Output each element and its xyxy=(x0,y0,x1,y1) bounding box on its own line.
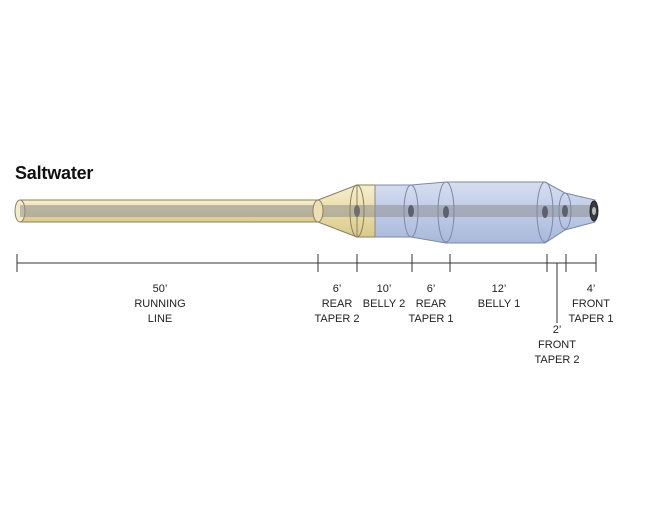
section-label-running-line: 50’ RUNNING LINE xyxy=(130,282,190,327)
length-value: 2’ xyxy=(552,324,562,336)
section-name-2: TAPER 2 xyxy=(314,313,360,325)
joint-rear-taper-1 xyxy=(403,184,419,238)
joint-belly-2-core xyxy=(354,205,360,217)
length-value: 10’ xyxy=(376,283,392,295)
length-value: 50’ xyxy=(152,283,168,295)
length-scale xyxy=(16,254,597,323)
section-label-rear-taper-1: 6’ REAR TAPER 1 xyxy=(401,282,461,327)
section-label-belly-1: 12’ BELLY 1 xyxy=(469,282,529,312)
section-name-2: TAPER 1 xyxy=(408,313,454,325)
section-name-2: LINE xyxy=(147,313,173,325)
section-name: REAR xyxy=(321,298,353,310)
joint-rear-taper-2 xyxy=(312,199,324,223)
section-name-2: TAPER 2 xyxy=(534,354,580,366)
section-label-front-taper-2: 2’ FRONT TAPER 2 xyxy=(527,323,587,368)
section-name: FRONT xyxy=(572,298,610,310)
joint-rear-taper-1-core xyxy=(408,205,414,217)
section-label-belly-2: 10’ BELLY 2 xyxy=(354,282,414,312)
joint-front-taper-2 xyxy=(536,181,554,243)
joint-belly-1-core xyxy=(443,206,449,218)
section-name: FRONT xyxy=(538,339,576,351)
diagram-title: Saltwater xyxy=(15,163,94,183)
joint-front-taper-2-core xyxy=(542,206,548,218)
joint-front-taper-1 xyxy=(558,192,572,230)
line-tip-hole xyxy=(592,207,596,215)
section-name: REAR xyxy=(415,298,447,310)
section-label-front-taper-1: 4’ FRONT TAPER 1 xyxy=(561,282,621,327)
length-value: 6’ xyxy=(332,283,342,295)
section-label-rear-taper-2: 6’ REAR TAPER 2 xyxy=(307,282,367,327)
section-name: BELLY 1 xyxy=(477,298,521,310)
section-name-2: TAPER 1 xyxy=(568,313,614,325)
length-value: 4’ xyxy=(586,283,596,295)
section-name: BELLY 2 xyxy=(362,298,406,310)
joint-belly-1 xyxy=(437,181,455,243)
length-value: 6’ xyxy=(426,283,436,295)
length-value: 12’ xyxy=(491,283,507,295)
joint-belly-2 xyxy=(349,184,365,238)
joint-front-taper-1-core xyxy=(562,205,568,217)
core-line xyxy=(20,205,595,217)
section-name: RUNNING xyxy=(134,298,186,310)
